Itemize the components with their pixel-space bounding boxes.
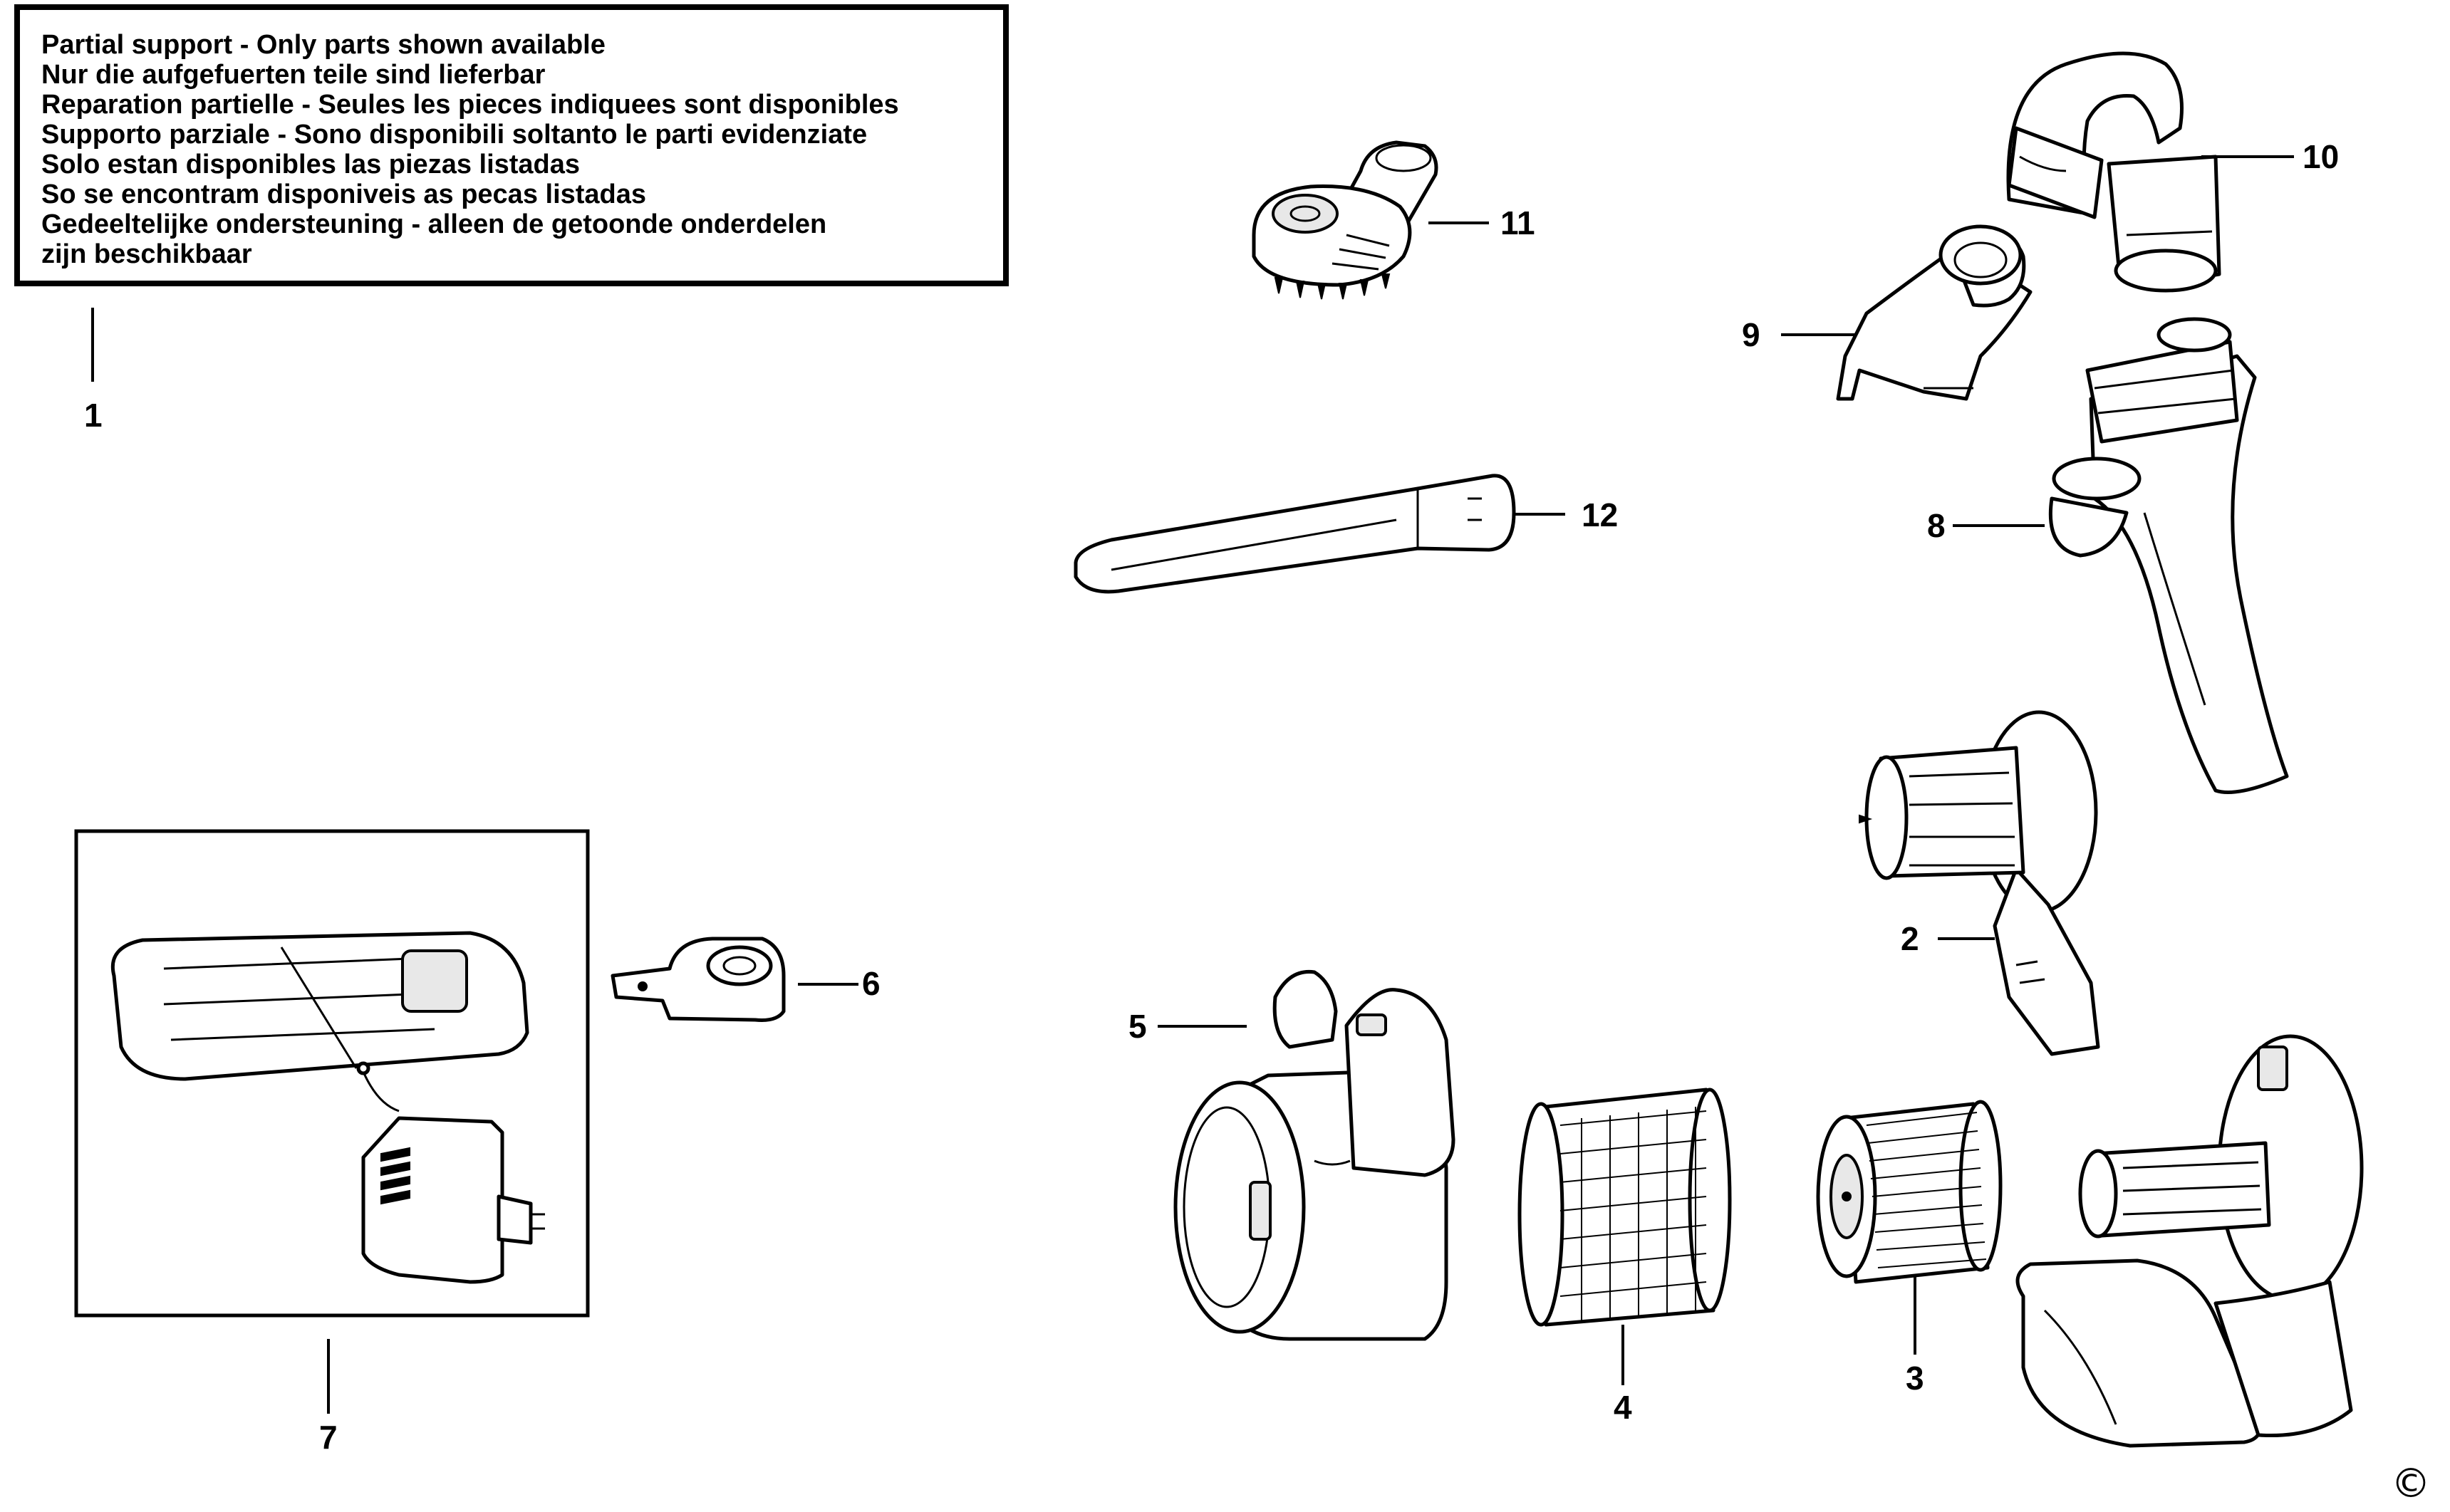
dust-bowl-part-5: [1173, 969, 1455, 1341]
curved-tube-part-10: [2006, 51, 2221, 293]
callout-1: 1: [84, 397, 103, 434]
flexible-hose-part-8: [2048, 317, 2289, 794]
callout-2: 2: [1901, 920, 1919, 957]
leader-lines: [91, 155, 2294, 1414]
charging-base-part-7: [74, 829, 590, 1318]
pleated-filter-part-3: [1816, 1100, 2003, 1284]
callout-10: 10: [2303, 138, 2340, 175]
brush-nozzle-part-11: [1252, 140, 1438, 300]
callout-8: 8: [1927, 507, 1946, 544]
copyright-symbol: ©: [2391, 1461, 2431, 1507]
partial-support-notice: Partial support - Only parts shown avail…: [14, 4, 1009, 286]
notice-line: Supporto parziale - Sono disponibili sol…: [41, 120, 868, 150]
adaptor-part-9: [1836, 224, 2033, 401]
callout-11: 11: [1500, 204, 1535, 241]
callout-7: 7: [319, 1419, 338, 1456]
motor-unit-rear: [2015, 1034, 2364, 1448]
crevice-tool-part-12: [1074, 474, 1516, 594]
notice-line: Partial support - Only parts shown avail…: [41, 30, 606, 60]
callout-6: 6: [862, 965, 881, 1002]
notice-line: Solo estan disponibles las piezas listad…: [41, 150, 581, 179]
motor-housing-part-2: [1859, 710, 2100, 1056]
notice-line: zijn beschikbaar: [41, 239, 252, 269]
callout-4: 4: [1614, 1389, 1632, 1426]
callout-12: 12: [1582, 496, 1619, 533]
notice-line: Nur die aufgefuerten teile sind lieferba…: [41, 60, 546, 90]
notice-line: Reparation partielle - Seules les pieces…: [41, 90, 899, 120]
callout-9: 9: [1742, 316, 1760, 353]
charger-plate-part-6: [611, 937, 786, 1022]
callout-3: 3: [1906, 1360, 1924, 1397]
notice-line: Gedeeltelijke ondersteuning - alleen de …: [41, 209, 827, 239]
notice-line: So se encontram disponiveis as pecas lis…: [41, 179, 647, 209]
mesh-filter-part-4: [1517, 1088, 1732, 1327]
callout-5: 5: [1128, 1008, 1147, 1045]
